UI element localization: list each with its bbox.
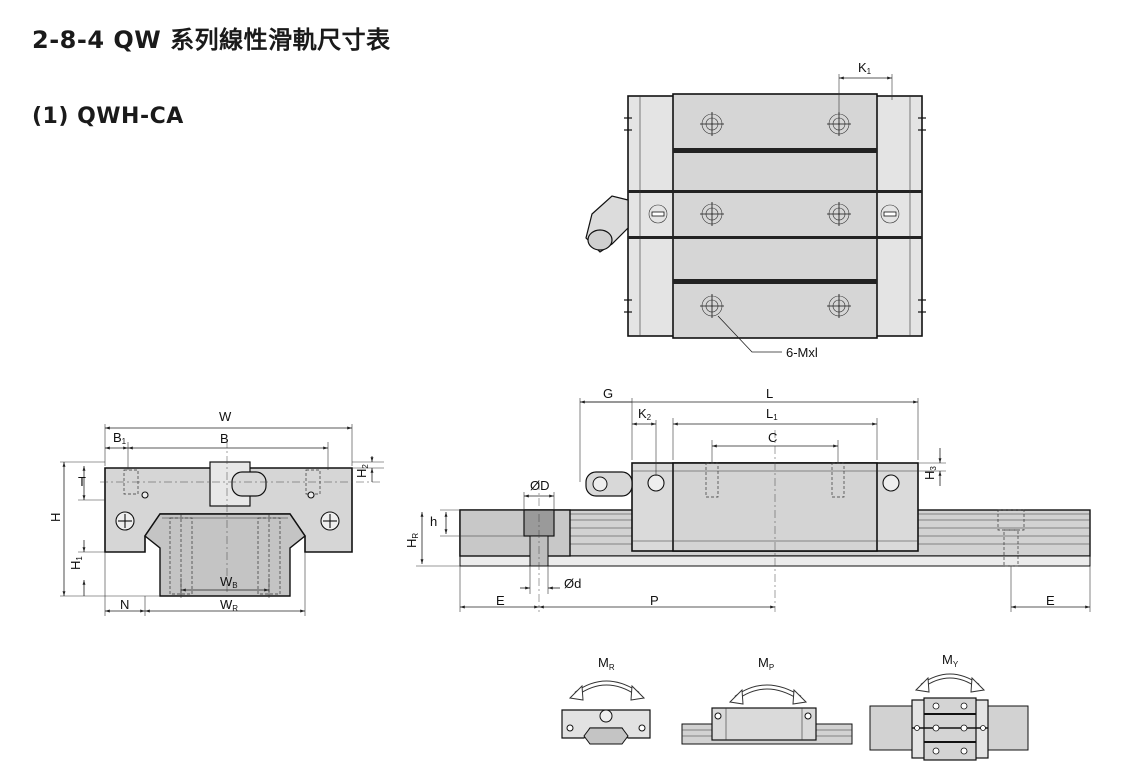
grease-nipple-front [209, 461, 267, 507]
label-my: M [942, 652, 953, 667]
label-k2: K [638, 406, 647, 421]
svg-text:WB: WB [220, 574, 238, 590]
label-e-left: E [496, 593, 505, 608]
grease-nipple-top [585, 195, 629, 253]
top-view: K1 6-Mxl [585, 60, 926, 360]
svg-text:MP: MP [758, 655, 774, 672]
svg-text:K1: K1 [858, 60, 872, 76]
label-hr: H [404, 539, 419, 548]
label-l: L [766, 386, 773, 401]
label-phi-d-lower: Ød [564, 576, 581, 591]
svg-text:MY: MY [942, 652, 959, 669]
svg-text:MR: MR [598, 655, 615, 672]
svg-text:HR: HR [404, 533, 420, 548]
svg-text:K2: K2 [638, 406, 652, 422]
svg-text:L1: L1 [766, 406, 778, 422]
label-p: P [650, 593, 659, 608]
label-k1: K [858, 60, 867, 75]
top-view-mount-holes [648, 112, 900, 318]
svg-text:H3: H3 [922, 466, 938, 480]
grease-nipple-side [585, 471, 633, 497]
callout-6-mxl: 6-Mxl [717, 315, 818, 360]
dim-k1: K1 [838, 60, 893, 114]
label-6-mxl: 6-Mxl [786, 345, 818, 360]
label-h3: H [922, 471, 937, 480]
label-n: N [120, 597, 129, 612]
label-g: G [603, 386, 613, 401]
section-subtitle: (1) QWH-CA [32, 104, 184, 129]
svg-text:WR: WR [220, 597, 238, 613]
label-e-right: E [1046, 593, 1055, 608]
label-wr: W [220, 597, 233, 612]
svg-text:B1: B1 [113, 430, 127, 446]
label-h: H [48, 513, 63, 522]
side-view: L G K2 L1 C H3 ØD h [404, 386, 1091, 612]
label-h1: H [68, 561, 83, 570]
label-mr: M [598, 655, 609, 670]
label-h-small: h [430, 514, 437, 529]
label-phi-d-upper: ØD [530, 478, 550, 493]
moment-my: MY [869, 652, 1029, 761]
svg-text:H1: H1 [68, 556, 84, 570]
label-t: T [78, 474, 86, 489]
svg-text:H2: H2 [354, 464, 370, 478]
label-c: C [768, 430, 777, 445]
label-wb: W [220, 574, 233, 589]
front-view: W B1 B H2 T H H1 WB [48, 409, 384, 616]
moment-mr: MR [561, 655, 651, 745]
label-w: W [219, 409, 232, 424]
label-l1: L [766, 406, 773, 421]
page-title: 2-8-4 QW 系列線性滑軌尺寸表 [32, 26, 391, 54]
label-mp: M [758, 655, 769, 670]
label-b1: B [113, 430, 122, 445]
label-h2: H [354, 469, 369, 478]
label-b: B [220, 431, 229, 446]
moment-mp: MP [681, 655, 853, 745]
